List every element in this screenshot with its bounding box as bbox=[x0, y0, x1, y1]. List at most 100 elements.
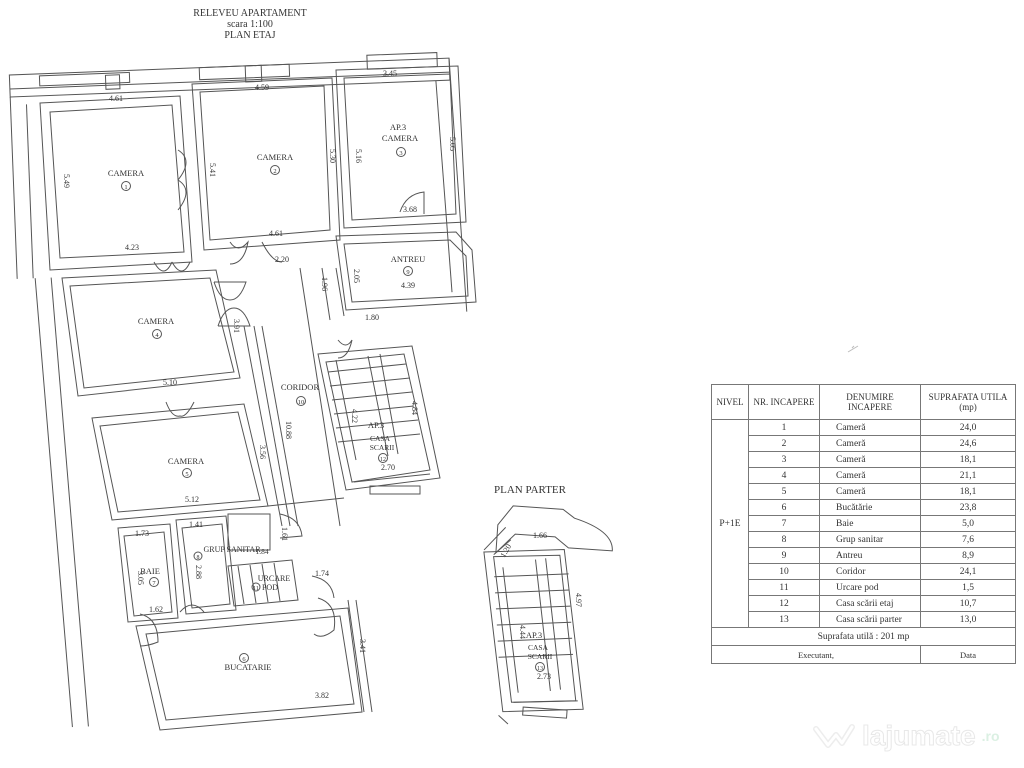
room-2-label: CAMERA bbox=[257, 152, 294, 162]
total-area: Suprafata utilă : 201 mp bbox=[711, 627, 1016, 646]
svg-text:11: 11 bbox=[253, 586, 259, 592]
total-row: Suprafata utilă : 201 mp bbox=[711, 627, 1016, 646]
cell-name: Cameră bbox=[819, 419, 921, 436]
svg-text:4.61: 4.61 bbox=[269, 229, 283, 238]
svg-text:1.84: 1.84 bbox=[255, 547, 268, 556]
stray-mark bbox=[847, 345, 859, 353]
svg-text:4: 4 bbox=[155, 332, 159, 339]
cell-area: 24,6 bbox=[920, 435, 1016, 452]
header-nivel: NIVEL bbox=[711, 384, 749, 420]
cell-area: 18,1 bbox=[920, 451, 1016, 468]
svg-text:1.96: 1.96 bbox=[320, 277, 329, 291]
cell-area: 24,0 bbox=[920, 419, 1016, 436]
area-table: NIVEL NR. INCAPERE DENUMIRE INCAPERE SUP… bbox=[711, 384, 1016, 664]
svg-text:5.05: 5.05 bbox=[448, 137, 457, 151]
room-9-label: ANTREU bbox=[391, 254, 425, 264]
svg-text:1.61: 1.61 bbox=[280, 527, 289, 541]
room-11-stairs bbox=[227, 559, 299, 607]
cell-nr: 8 bbox=[748, 531, 820, 548]
drawing-scale: scara 1:100 bbox=[227, 19, 273, 30]
header-nr: NR. INCAPERE bbox=[748, 384, 820, 420]
cell-area: 23,8 bbox=[920, 499, 1016, 516]
cell-name: Baie bbox=[819, 515, 921, 532]
cell-name: Cameră bbox=[819, 451, 921, 468]
svg-text:1.73: 1.73 bbox=[135, 529, 149, 538]
cell-nr: 12 bbox=[748, 595, 820, 612]
title-block: RELEVEU APARTAMENT scara 1:100 PLAN ETAJ bbox=[150, 8, 350, 41]
room-7-walls bbox=[117, 523, 179, 623]
svg-text:1: 1 bbox=[124, 184, 127, 191]
svg-text:4.61: 4.61 bbox=[109, 94, 123, 103]
svg-text:5.10: 5.10 bbox=[163, 378, 177, 387]
svg-text:SCARII: SCARII bbox=[528, 652, 553, 661]
signature-row: Executant, Data bbox=[711, 645, 1016, 664]
date-cell: Data bbox=[920, 645, 1016, 664]
svg-text:2.70: 2.70 bbox=[381, 463, 395, 472]
svg-text:10: 10 bbox=[298, 399, 305, 406]
svg-text:3.45: 3.45 bbox=[383, 69, 397, 78]
cell-area: 5,0 bbox=[920, 515, 1016, 532]
svg-text:3.82: 3.82 bbox=[315, 691, 329, 700]
svg-text:3: 3 bbox=[399, 150, 402, 157]
cell-nr: 9 bbox=[748, 547, 820, 564]
svg-text:4.59: 4.59 bbox=[255, 83, 269, 92]
cell-nr: 6 bbox=[748, 499, 820, 516]
room-12-label: CASA bbox=[370, 434, 391, 443]
room-2-walls bbox=[191, 77, 341, 251]
plan-etaj-title: PLAN ETAJ bbox=[224, 30, 276, 41]
room-3-walls bbox=[335, 65, 467, 229]
room-4-walls bbox=[61, 269, 241, 397]
watermark-brand: lajumate bbox=[862, 720, 977, 752]
room-6-label: BUCATARIE bbox=[224, 662, 271, 672]
cell-nr: 2 bbox=[748, 435, 820, 452]
svg-text:POD: POD bbox=[262, 583, 278, 592]
svg-text:1.62: 1.62 bbox=[149, 605, 163, 614]
svg-text:4.84: 4.84 bbox=[410, 401, 419, 415]
room-13-ap-label: AP.3 bbox=[526, 630, 542, 640]
svg-text:SCARII: SCARII bbox=[370, 443, 395, 452]
room-12-ap-label: AP.3 bbox=[368, 420, 384, 430]
svg-text:2: 2 bbox=[273, 168, 276, 175]
svg-text:2.20: 2.20 bbox=[275, 255, 289, 264]
parter-stair-drawing bbox=[483, 505, 613, 725]
cell-name: Cameră bbox=[819, 483, 921, 500]
cell-name: Grup sanitar bbox=[819, 531, 921, 548]
executant-cell: Executant, bbox=[711, 645, 921, 664]
cell-name: Coridor bbox=[819, 563, 921, 580]
cell-area: 24,1 bbox=[920, 563, 1016, 580]
cell-nr: 5 bbox=[748, 483, 820, 500]
cell-area: 8,9 bbox=[920, 547, 1016, 564]
room-10-label: CORIDOR bbox=[281, 382, 320, 392]
room-1-walls bbox=[39, 95, 193, 271]
svg-text:1.41: 1.41 bbox=[189, 520, 203, 529]
header-denumire: DENUMIRE INCAPERE bbox=[819, 384, 921, 420]
cell-area: 21,1 bbox=[920, 467, 1016, 484]
svg-text:6: 6 bbox=[242, 656, 246, 663]
watermark-tld: .ro bbox=[981, 728, 1000, 744]
cell-area: 18,1 bbox=[920, 483, 1016, 500]
cell-name: Casa scării parter bbox=[819, 611, 921, 628]
cell-area: 1,5 bbox=[920, 579, 1016, 596]
room-11-label: URCARE bbox=[258, 574, 291, 583]
plan-parter-title: PLAN PARTER bbox=[494, 484, 566, 496]
room-9-walls bbox=[335, 231, 477, 311]
svg-text:1.80: 1.80 bbox=[365, 313, 379, 322]
svg-text:4.22: 4.22 bbox=[350, 409, 359, 423]
svg-text:5.16: 5.16 bbox=[354, 149, 363, 163]
svg-text:1.66: 1.66 bbox=[533, 531, 547, 540]
svg-text:13: 13 bbox=[537, 666, 543, 672]
header-suprafata: SUPRAFATA UTILA (mp) bbox=[920, 384, 1016, 420]
cell-nr: 10 bbox=[748, 563, 820, 580]
svg-text:3.91: 3.91 bbox=[232, 319, 241, 333]
svg-text:4.39: 4.39 bbox=[401, 281, 415, 290]
svg-text:3.56: 3.56 bbox=[258, 445, 267, 459]
cell-area: 13,0 bbox=[920, 611, 1016, 628]
cell-name: Cameră bbox=[819, 467, 921, 484]
cell-name: Urcare pod bbox=[819, 579, 921, 596]
svg-text:7: 7 bbox=[152, 580, 156, 587]
